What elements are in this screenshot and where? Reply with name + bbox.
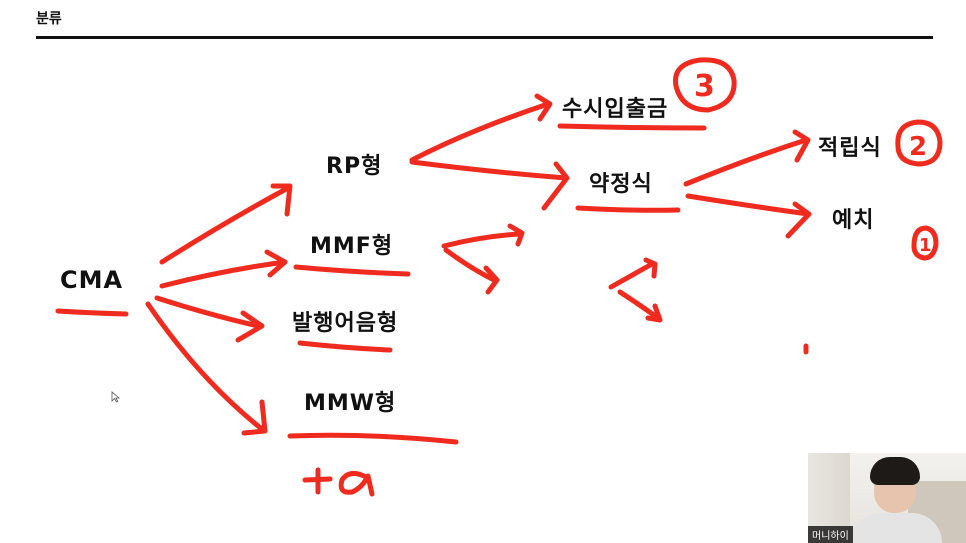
arrow-mmf-up bbox=[441, 231, 523, 249]
underline-demand bbox=[557, 123, 707, 131]
title-divider bbox=[36, 36, 933, 39]
underline-mmw bbox=[287, 432, 459, 445]
arrow-head-rp-contract bbox=[541, 161, 570, 211]
arrow-head-cma-mmf bbox=[264, 249, 288, 278]
arrow-rp-contract bbox=[409, 159, 569, 181]
circle-number-deposit: 1 bbox=[919, 235, 932, 256]
node-mmw: MMW형 bbox=[304, 391, 397, 416]
arrow-cma-rp bbox=[159, 185, 291, 265]
arrow-contract-small-up bbox=[608, 261, 655, 290]
page-title: 분류 bbox=[36, 11, 62, 27]
arrow-head-mmf-up bbox=[507, 223, 525, 247]
arrow-head-cma-mmw bbox=[241, 399, 268, 436]
arrow-cma-mmw bbox=[145, 301, 266, 433]
underline-contract bbox=[575, 205, 681, 213]
arrow-head-mmf-down bbox=[483, 265, 500, 295]
arrow-head-cma-rp bbox=[270, 183, 293, 217]
arrow-head-contract-deposit bbox=[785, 201, 812, 239]
arrow-cma-mmf bbox=[159, 259, 288, 289]
arrow-mmf-down bbox=[443, 247, 497, 283]
underline-cma bbox=[55, 308, 129, 317]
webcam-label: 머니하이 bbox=[808, 526, 853, 543]
circle-mark-demand bbox=[673, 57, 737, 113]
circle-number-demand: 3 bbox=[694, 69, 715, 104]
node-deposit: 예치 bbox=[832, 208, 875, 233]
arrow-head-contract-installment bbox=[792, 129, 811, 163]
circle-mark-installment bbox=[895, 119, 943, 167]
circle-number-installment: 2 bbox=[909, 132, 927, 162]
arrow-head-contract-small-up bbox=[643, 257, 658, 279]
mouse-cursor-icon bbox=[111, 391, 121, 403]
arrow-contract-deposit bbox=[685, 193, 811, 217]
underline-mmf bbox=[293, 264, 411, 277]
node-demand: 수시입출금 bbox=[562, 97, 669, 122]
node-contract: 약정식 bbox=[589, 172, 653, 197]
webcam-person-body bbox=[852, 513, 942, 543]
node-mmf: MMF형 bbox=[310, 234, 394, 259]
node-bill: 발행어음형 bbox=[292, 311, 399, 336]
arrow-contract-small-down bbox=[617, 289, 661, 321]
arrow-rp-demand bbox=[409, 101, 551, 163]
arrow-cma-bill bbox=[154, 295, 261, 329]
node-installment: 적립식 bbox=[818, 136, 882, 161]
arrow-head-cma-bill bbox=[235, 310, 265, 343]
webcam-person-hair bbox=[870, 457, 920, 485]
underline-bill bbox=[297, 340, 393, 353]
node-cma: CMA bbox=[60, 266, 124, 294]
arrow-head-contract-small-down bbox=[645, 303, 663, 323]
arrow-contract-installment bbox=[683, 137, 809, 187]
webcam-overlay: 머니하이 bbox=[808, 453, 966, 543]
circle-mark-deposit bbox=[911, 225, 939, 261]
node-rp: RP형 bbox=[326, 154, 383, 179]
arrow-head-rp-demand bbox=[534, 93, 553, 122]
alpha-mark bbox=[338, 471, 375, 497]
